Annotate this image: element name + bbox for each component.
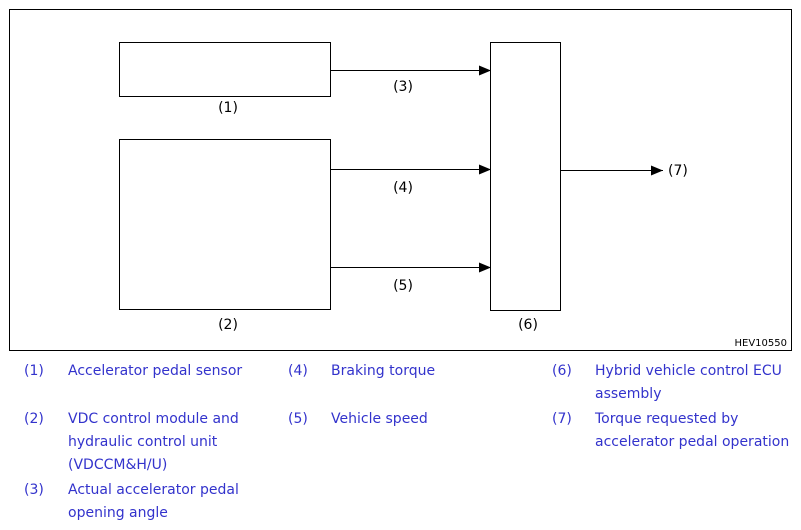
legend-item-7: (7) Torque requested by accelerator peda… (552, 408, 800, 455)
arrow-5-label: (5) (393, 278, 413, 294)
legend-item-5: (5) Vehicle speed (288, 408, 528, 432)
legend-text: accelerator pedal operation (595, 434, 790, 450)
legend-item-3: (3) Actual accelerator pedal opening ang… (24, 479, 274, 526)
legend-text: hydraulic control unit (68, 434, 218, 450)
legend-num: (1) (24, 363, 44, 379)
legend-text: Torque requested by (595, 411, 739, 427)
box-2-label: (2) (218, 317, 238, 333)
box-6-label: (6) (518, 317, 538, 333)
legend-item-6: (6) Hybrid vehicle control ECU assembly (552, 360, 800, 407)
legend-text: Hybrid vehicle control ECU (595, 363, 782, 379)
legend-num: (4) (288, 363, 308, 379)
legend-item-2: (2) VDC control module and hydraulic con… (24, 408, 274, 478)
legend-text: Vehicle speed (331, 411, 428, 427)
legend-text: opening angle (68, 505, 168, 521)
box-vdc-control-module (119, 139, 331, 310)
legend-num: (3) (24, 482, 44, 498)
box-accelerator-pedal-sensor (119, 42, 331, 97)
legend-num: (6) (552, 363, 572, 379)
legend-item-4: (4) Braking torque (288, 360, 528, 384)
arrow-7-label: (7) (668, 163, 688, 179)
arrow-4-label: (4) (393, 180, 413, 196)
legend-num: (5) (288, 411, 308, 427)
diagram-frame (9, 9, 792, 351)
legend-text: VDC control module and (68, 411, 239, 427)
figure-code: HEV10550 (735, 338, 788, 349)
box-1-label: (1) (218, 100, 238, 116)
legend-text: assembly (595, 386, 662, 402)
legend-text: Actual accelerator pedal (68, 482, 239, 498)
legend-text: Braking torque (331, 363, 436, 379)
legend-num: (2) (24, 411, 44, 427)
arrow-3-label: (3) (393, 79, 413, 95)
block-diagram: (1) (2) (6) (3) (4) (5) (7) HEV10550 (9, 9, 792, 351)
legend-num: (7) (552, 411, 572, 427)
box-hybrid-vehicle-control-ecu (490, 42, 561, 311)
legend-item-1: (1) Accelerator pedal sensor (24, 360, 274, 384)
legend-text: (VDCCM&H/U) (68, 457, 168, 473)
legend-text: Accelerator pedal sensor (68, 363, 243, 379)
